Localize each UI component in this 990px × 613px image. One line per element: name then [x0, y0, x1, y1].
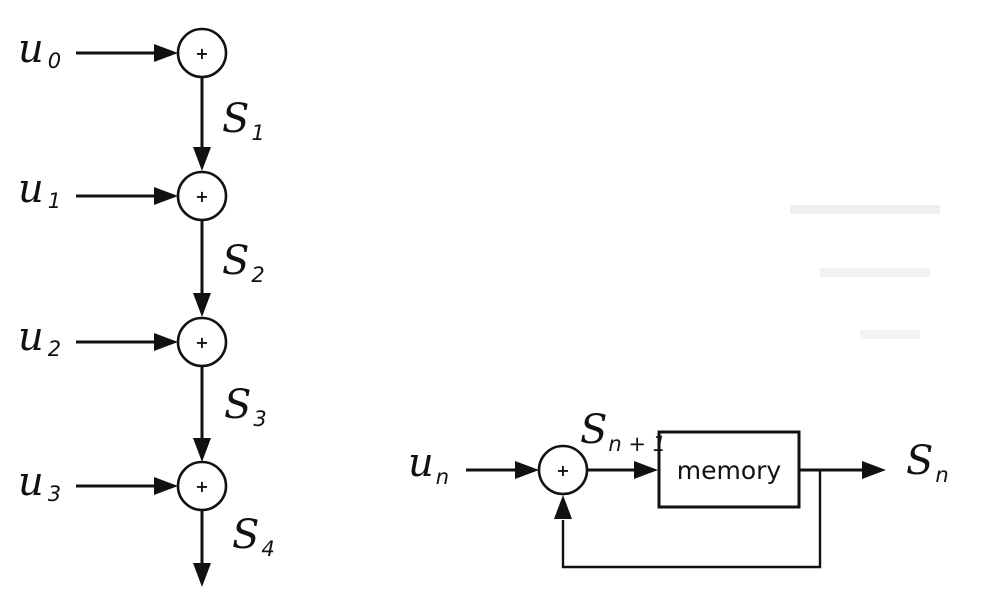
plus-symbol: + — [195, 333, 208, 352]
arrowhead — [193, 293, 211, 317]
arrowhead — [154, 477, 178, 495]
feedback-path — [561, 470, 822, 569]
sum-label-s3: S3 — [224, 382, 267, 431]
bleed-through-marks — [790, 205, 940, 339]
loop-input-label: un — [408, 440, 449, 489]
arrowhead — [154, 333, 178, 351]
arrowhead — [154, 44, 178, 62]
arrowhead — [862, 461, 886, 479]
sum-label-s2: S2 — [222, 238, 265, 287]
arrowhead — [515, 461, 539, 479]
memory-label: memory — [677, 456, 782, 485]
arrowhead — [193, 147, 211, 171]
plus-symbol: + — [195, 477, 208, 496]
sum-label-s1: S1 — [222, 96, 265, 145]
arrowhead — [634, 461, 658, 479]
sum-label-s4: S4 — [232, 512, 275, 561]
arrowhead — [554, 495, 572, 519]
plus-symbol: + — [556, 461, 569, 480]
plus-symbol: + — [195, 187, 208, 206]
memory-loop: un + Sn + 1 memory Sn — [408, 407, 949, 569]
arrowhead — [193, 438, 211, 462]
plus-symbol: + — [195, 44, 208, 63]
arrowhead — [154, 187, 178, 205]
next-state-label: Sn + 1 — [580, 407, 666, 456]
arrowhead — [193, 563, 211, 587]
output-label: Sn — [906, 438, 949, 487]
